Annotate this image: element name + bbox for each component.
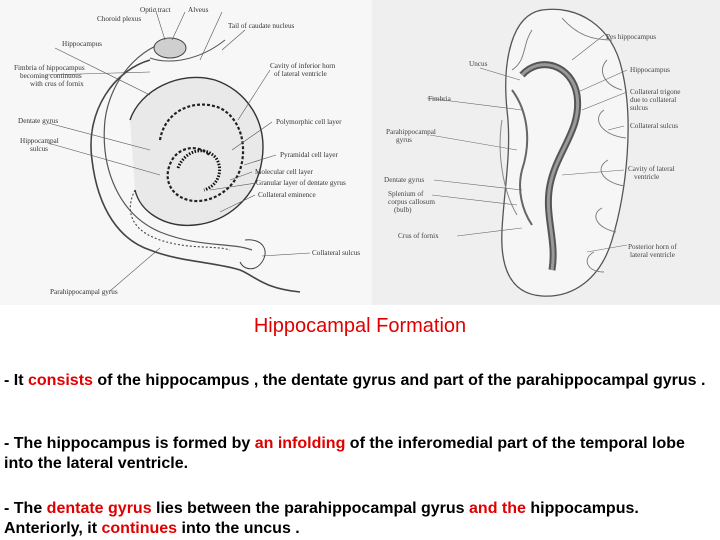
label-uncus: Uncus: [469, 60, 488, 68]
body-text: into the uncus .: [177, 520, 300, 537]
label-tail-caudate: Tail of caudate nucleus: [228, 22, 295, 30]
paragraph-2: - The hippocampus is formed by an infold…: [4, 434, 716, 474]
label-polymorphic: Polymorphic cell layer: [276, 118, 342, 126]
label-collateral-trigone-3: sulcus: [630, 104, 648, 112]
paragraph-1: - It consists of the hippocampus , the d…: [4, 371, 716, 391]
dorsal-view-drawing: [426, 8, 629, 297]
label-parahippocampal: Parahippocampal gyrus: [50, 288, 118, 296]
label-splenium-2: corpus callosum: [388, 198, 435, 206]
highlight-text: dentate gyrus: [46, 500, 152, 517]
label-splenium: Splenium of: [388, 190, 424, 198]
highlight-text: continues: [101, 520, 178, 537]
label-splenium-3: (bulb): [394, 206, 412, 214]
label-alveus: Alveus: [188, 6, 209, 14]
label-hippocampus-right: Hippocampus: [630, 66, 670, 74]
label-pyramidal: Pyramidal cell layer: [280, 151, 338, 159]
label-fimbria: Fimbria of hippocampus: [14, 64, 85, 72]
body-text: - The hippocampus is formed by: [4, 435, 255, 452]
label-fimbria-3: with crus of fornix: [30, 80, 84, 88]
body-text: - It: [4, 372, 28, 389]
label-parahippocampal-right: Parahippocampal: [386, 128, 436, 136]
label-hippocampal-sulcus: Hippocampal: [20, 137, 59, 145]
slide-title: Hippocampal Formation: [0, 313, 720, 339]
label-cavity-inferior-2: of lateral ventricle: [274, 70, 327, 78]
body-text: of the hippocampus , the dentate gyrus a…: [92, 372, 706, 389]
body-text: of the inferomedial part of the temporal…: [4, 435, 685, 472]
label-collateral-trigone: Collateral trigone: [630, 88, 681, 96]
label-optic-tract: Optic tract: [140, 6, 171, 14]
label-hippocampus: Hippocampus: [62, 40, 102, 48]
label-fimbria-right: Fimbria: [428, 95, 451, 103]
label-cavity-inferior: Cavity of inferior horn: [270, 62, 336, 70]
cross-section-drawing: [44, 7, 311, 293]
label-collateral-sulcus: Collateral sulcus: [312, 249, 361, 257]
hippocampus-cross-section-illustration: Optic tract Alveus Choroid plexus Tail o…: [0, 0, 372, 305]
hippocampus-dorsal-view-illustration: Pes hippocampus Uncus Hippocampus Fimbri…: [372, 0, 720, 305]
label-collateral-trigone-2: due to collateral: [630, 96, 677, 104]
highlight-text: an infolding: [254, 435, 346, 452]
label-parahippocampal-right-2: gyrus: [396, 136, 412, 144]
label-granular: Granular layer of dentate gyrus: [256, 179, 346, 187]
paragraph-3: - The dentate gyrus lies between the par…: [4, 499, 716, 539]
label-crus-fornix: Crus of fornix: [398, 232, 439, 240]
label-fimbria-2: becoming continuous: [20, 72, 82, 80]
label-molecular: Molecular cell layer: [255, 168, 313, 176]
label-cavity-lateral-2: ventricle: [634, 173, 660, 181]
highlight-text: consists: [28, 372, 93, 389]
label-choroid-plexus: Choroid plexus: [97, 15, 142, 23]
label-hippocampal-sulcus-2: sulcus: [30, 145, 48, 153]
label-cavity-lateral: Cavity of lateral: [628, 165, 675, 173]
label-collateral-sulcus-right: Collateral sulcus: [630, 122, 679, 130]
label-posterior-horn-2: lateral ventricle: [630, 251, 675, 259]
body-text: hippocampus. Anteriorly, it: [4, 500, 639, 537]
label-pes-hippocampus: Pes hippocampus: [606, 33, 657, 41]
label-posterior-horn: Posterior horn of: [628, 243, 677, 251]
label-dentate-gyrus: Dentate gyrus: [18, 117, 59, 125]
anatomy-figure: Optic tract Alveus Choroid plexus Tail o…: [0, 0, 720, 305]
slide-title-text: Hippocampal Formation: [253, 315, 467, 337]
highlight-text: and the: [469, 500, 526, 517]
body-text: lies between the parahippocampal gyrus: [151, 500, 470, 517]
body-text: - The: [4, 500, 47, 517]
label-collateral-eminence: Collateral eminence: [258, 191, 316, 199]
label-dentate-gyrus-right: Dentate gyrus: [384, 176, 425, 184]
